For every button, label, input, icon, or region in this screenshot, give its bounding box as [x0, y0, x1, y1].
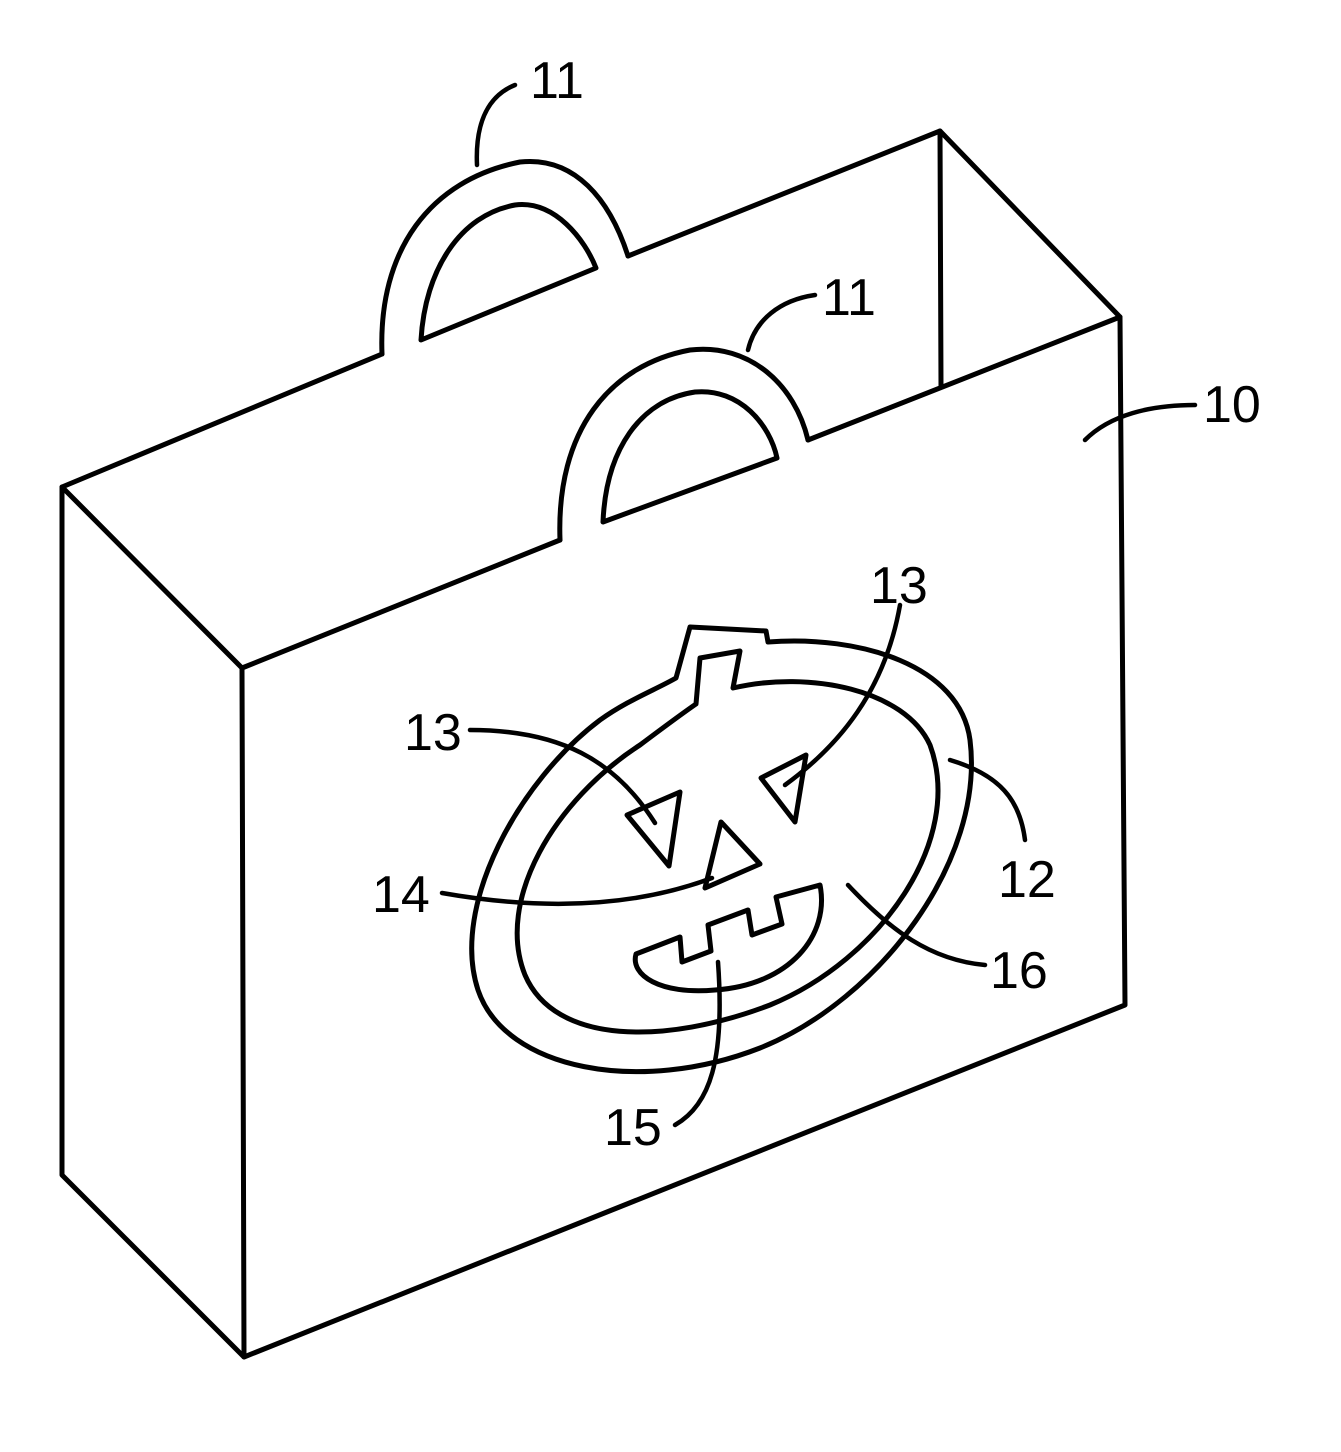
- label-bag: 10: [1203, 376, 1261, 434]
- left-eye: [624, 789, 683, 869]
- leader-rear-handle: [474, 82, 518, 168]
- leader-face-panel: [845, 882, 988, 968]
- front-handle: [557, 346, 811, 543]
- nose: [702, 819, 763, 891]
- right-eye: [758, 752, 809, 825]
- leader-bag: [1082, 402, 1198, 443]
- label-mouth: 15: [604, 1099, 662, 1157]
- label-left-eye: 13: [404, 704, 462, 762]
- leader-front-handle: [745, 292, 818, 353]
- front-handle-hole: [600, 389, 780, 525]
- pumpkin-inner-ring: [514, 648, 941, 1035]
- bag-front-panel: [239, 314, 1128, 1360]
- bag-top-left-edge: [59, 351, 385, 490]
- label-right-eye: 13: [870, 557, 928, 615]
- label-front-handle: 11: [822, 269, 876, 327]
- rear-handle-hole: [418, 202, 599, 343]
- leader-nose: [439, 875, 715, 906]
- bag-inner-fold: [937, 128, 944, 389]
- mouth: [632, 882, 824, 994]
- label-outer-ring: 12: [998, 851, 1056, 909]
- leader-right-eye: [782, 602, 903, 788]
- reference-numerals: 10 11 11 12 13 13 14 15 16: [372, 52, 1261, 1157]
- rear-handle: [379, 158, 631, 357]
- leader-left-eye: [467, 727, 658, 826]
- label-face-panel: 16: [990, 942, 1048, 1000]
- leader-mouth: [672, 959, 722, 1128]
- leader-outer-ring: [947, 757, 1028, 843]
- label-rear-handle: 11: [530, 52, 584, 110]
- leader-lines: [439, 82, 1198, 1128]
- bag-side-panel: [59, 484, 247, 1360]
- shopping-bag: [59, 128, 1128, 1360]
- label-nose: 14: [372, 866, 430, 924]
